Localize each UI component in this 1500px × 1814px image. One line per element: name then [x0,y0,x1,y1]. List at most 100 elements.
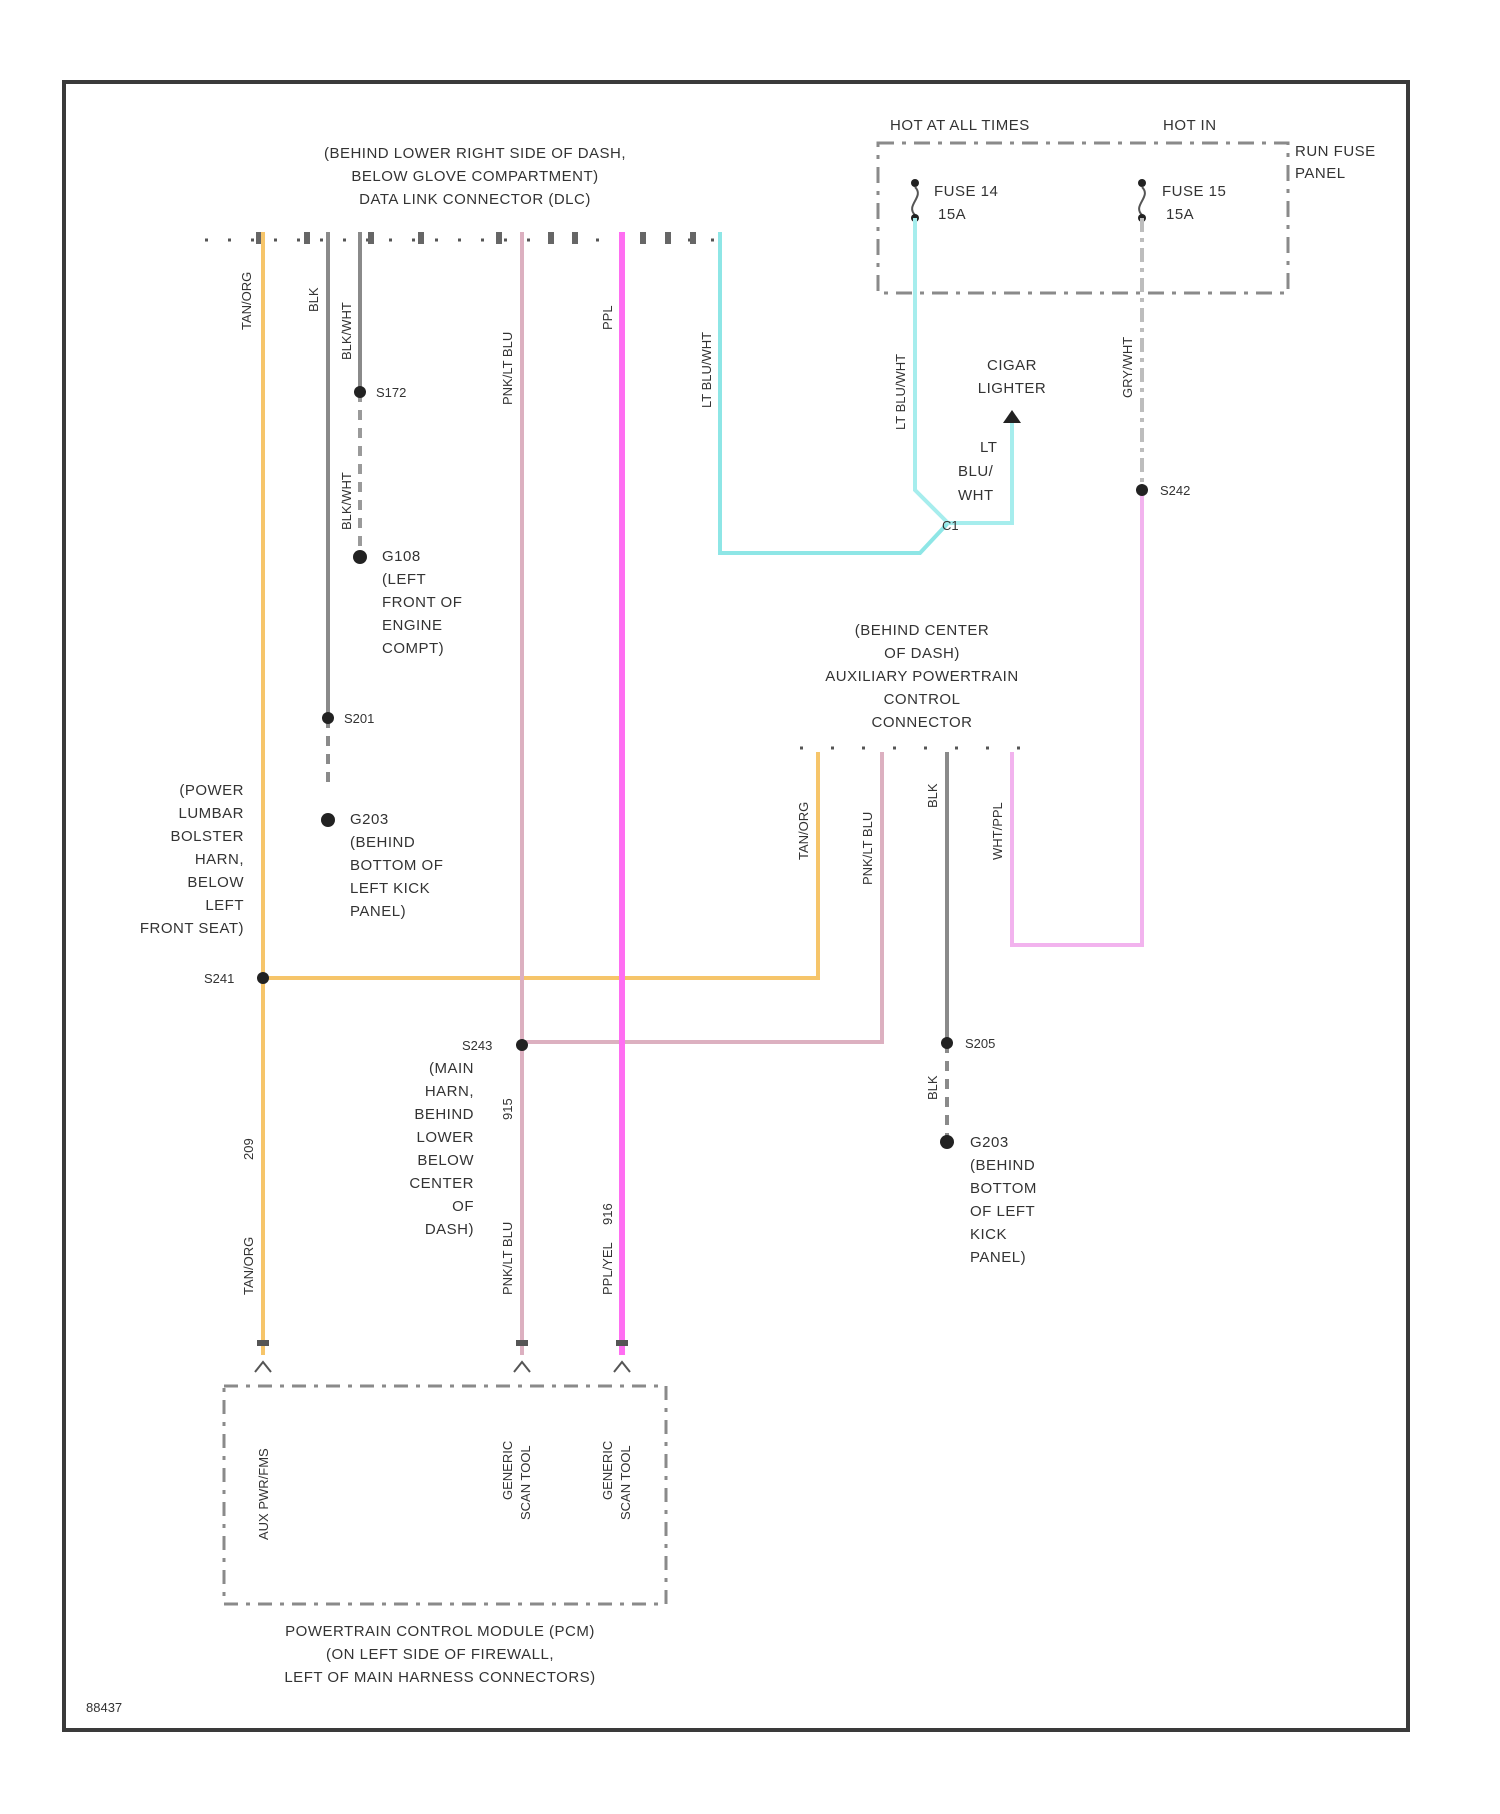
dlc-location-line-1: (BEHIND LOWER RIGHT SIDE OF DASH, [324,145,626,162]
auxiliary-powertrain-control-connector: (BEHIND CENTER OF DASH) AUXILIARY POWERT… [800,622,1030,748]
splice-s205-label: S205 [965,1036,995,1051]
main-harness-note-line-3: BEHIND [414,1106,474,1123]
dlc-location-line-2: BELOW GLOVE COMPARTMENT) [351,168,598,185]
ground-g203-left: G203 (BEHIND BOTTOM OF LEFT KICK PANEL) [321,811,443,920]
ground-g108-label: G108 [382,548,421,565]
ground-g203-left-location-3: LEFT KICK [350,880,430,897]
pcm-pin-scan-tool-1-line-1: GENERIC [500,1441,515,1500]
ground-g203-right-location-5: PANEL) [970,1249,1026,1266]
power-lumbar-note-line-1: (POWER [179,782,244,799]
pcm-pin-aux-pwr: AUX PWR/FMS [256,1448,271,1540]
main-harness-note-line-2: HARN, [425,1083,474,1100]
label-ppl-yel-lower: PPL/YEL [600,1242,615,1295]
label-blk-wht: BLK/WHT [339,302,354,360]
power-lumbar-note-line-6: LEFT [205,897,244,914]
ground-g108-location-2: FRONT OF [382,594,462,611]
fuse-14-name: FUSE 14 [934,183,998,200]
label-gry-wht: GRY/WHT [1120,337,1135,398]
ground-g203-left-label: G203 [350,811,389,828]
wire-wht-ppl [1012,490,1142,945]
power-lumbar-note-line-7: FRONT SEAT) [140,920,244,937]
ground-g203-left-location-4: PANEL) [350,903,406,920]
cigar-lighter: CIGAR LIGHTER LT BLU/ WHT [958,357,1046,504]
main-harness-note: (MAIN HARN, BEHIND LOWER BELOW CENTER OF… [409,1060,474,1238]
pcm-pin-scan-tool-1-line-2: SCAN TOOL [518,1445,533,1520]
wire-tan-org-apc-branch [263,752,818,978]
cigar-wire-label-3: WHT [958,487,994,504]
label-circuit-209: 209 [241,1138,256,1160]
pcm-location-line-2: LEFT OF MAIN HARNESS CONNECTORS) [284,1669,595,1686]
main-harness-note-line-6: CENTER [409,1175,474,1192]
apc-location-line-2: OF DASH) [884,645,960,662]
pcm-location-line-1: (ON LEFT SIDE OF FIREWALL, [326,1646,554,1663]
ground-g203-right: G203 (BEHIND BOTTOM OF LEFT KICK PANEL) [940,1134,1037,1266]
label-apc-wht-ppl: WHT/PPL [990,802,1005,860]
splice-s241-label: S241 [204,971,234,986]
main-harness-note-line-5: BELOW [417,1152,474,1169]
apc-title-line-1: AUXILIARY POWERTRAIN [825,668,1018,685]
pcm-title: POWERTRAIN CONTROL MODULE (PCM) [285,1623,595,1640]
cigar-lighter-label-1: CIGAR [987,357,1037,374]
splice-s201-label: S201 [344,711,374,726]
main-harness-note-line-4: LOWER [416,1129,474,1146]
label-circuit-916: 916 [600,1203,615,1225]
wire-lt-blu-wht-fuse [915,218,948,523]
pcm-pin-marks [255,1340,630,1372]
cigar-lighter-terminal [1003,410,1021,423]
apc-title-line-2: CONTROL [884,691,961,708]
fuse-15-name: FUSE 15 [1162,183,1226,200]
power-lumbar-note-line-5: BELOW [187,874,244,891]
ground-g108: G108 (LEFT FRONT OF ENGINE COMPT) [353,548,462,657]
ground-g203-left-location-2: BOTTOM OF [350,857,443,874]
apc-location-line-1: (BEHIND CENTER [855,622,990,639]
splice-s205: S205 [941,1036,995,1051]
hot-fuse-panel: HOT AT ALL TIMES HOT IN RUN FUSE PANEL F… [878,117,1376,293]
connector-c1: C1 [942,518,959,533]
data-link-connector: (BEHIND LOWER RIGHT SIDE OF DASH, BELOW … [205,145,720,244]
connector-c1-label: C1 [942,518,959,533]
main-harness-note-line-8: DASH) [425,1221,474,1238]
splice-s242: S242 [1136,483,1190,498]
ground-g203-left-location-1: (BEHIND [350,834,415,851]
ground-g203-right-location-2: BOTTOM [970,1180,1037,1197]
fuse-15-rating: 15A [1166,206,1194,223]
fuse-14: FUSE 14 15A [911,179,998,223]
hot-in-run-label: HOT IN [1163,117,1217,134]
splice-s243-label: S243 [462,1038,492,1053]
label-circuit-915: 915 [500,1098,515,1120]
pcm-pin-scan-tool-2-line-2: SCAN TOOL [618,1445,633,1520]
dlc-title: DATA LINK CONNECTOR (DLC) [359,191,591,208]
label-tan-org: TAN/ORG [239,272,254,330]
apc-title-line-3: CONNECTOR [872,714,973,731]
ground-g108-location-3: ENGINE [382,617,443,634]
main-harness-note-line-1: (MAIN [429,1060,474,1077]
label-apc-pnk-lt-blu: PNK/LT BLU [860,812,875,885]
power-lumbar-note-line-3: BOLSTER [170,828,244,845]
fuse-panel-label-line-1: RUN FUSE [1295,143,1376,160]
label-ppl: PPL [600,305,615,330]
ground-g108-location-4: COMPT) [382,640,444,657]
fuse-15: FUSE 15 15A [1138,179,1226,223]
power-lumbar-note-line-4: HARN, [195,851,244,868]
fuse-14-rating: 15A [938,206,966,223]
cigar-wire-label-2: BLU/ [958,463,994,480]
splice-s243: S243 [462,1038,528,1053]
splice-s242-label: S242 [1160,483,1190,498]
ground-g203-right-label: G203 [970,1134,1009,1151]
label-pnk-lt-blu: PNK/LT BLU [500,332,515,405]
label-apc-blk: BLK [925,783,940,808]
ground-g203-right-location-4: KICK [970,1226,1007,1243]
label-pnk-lt-blu-lower: PNK/LT BLU [500,1222,515,1295]
power-lumbar-harness-note: (POWER LUMBAR BOLSTER HARN, BELOW LEFT F… [140,782,244,937]
fuse-panel-label-line-2: PANEL [1295,165,1346,182]
label-blk: BLK [306,287,321,312]
splice-s241: S241 [204,971,269,986]
label-blk-lower: BLK [925,1075,940,1100]
wire-pnk-lt-blu-apc-branch [522,752,882,1042]
ground-g203-right-location-1: (BEHIND [970,1157,1035,1174]
main-harness-note-line-7: OF [452,1198,474,1215]
label-lt-blu-wht-fuse: LT BLU/WHT [893,354,908,430]
label-blk-wht-lower: BLK/WHT [339,472,354,530]
cigar-lighter-label-2: LIGHTER [978,380,1047,397]
